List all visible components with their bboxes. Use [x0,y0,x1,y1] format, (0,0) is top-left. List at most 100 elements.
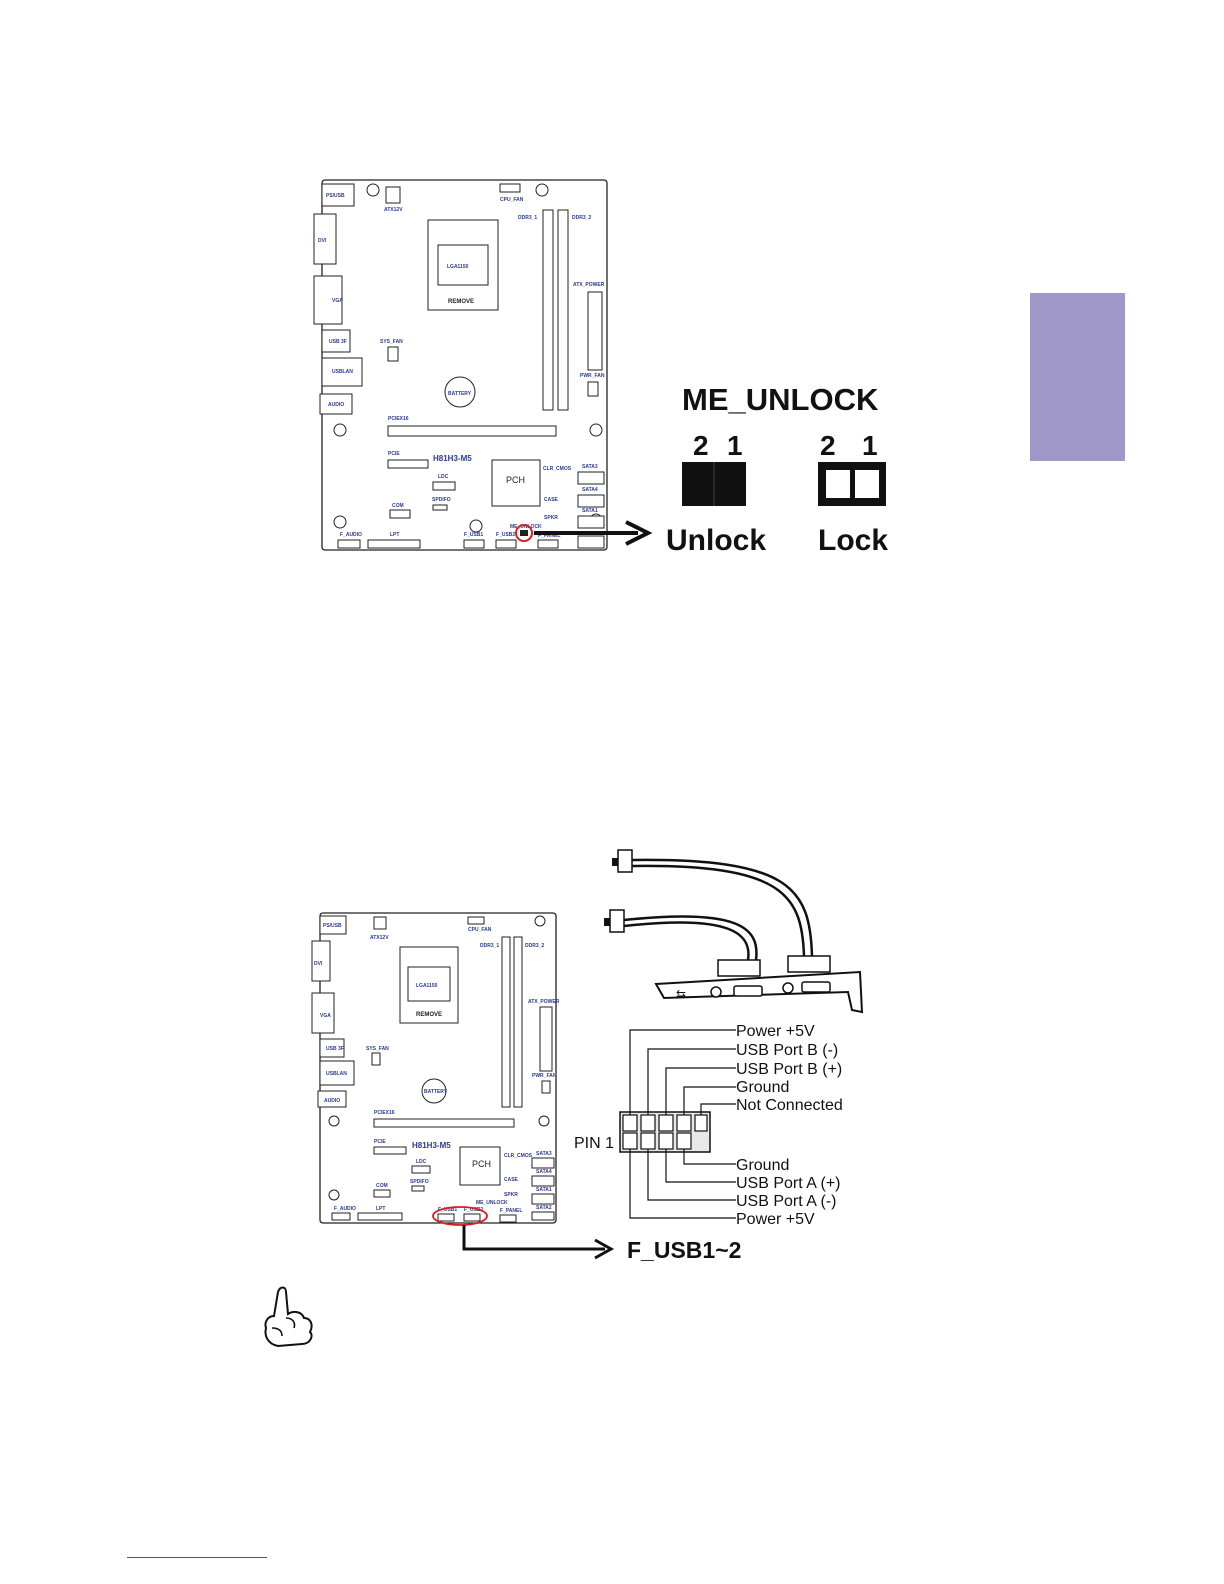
mb1-pcie-label: PCIE [388,451,400,457]
mb2-spdifo-label: SPDIFO [410,1179,429,1185]
mb2-atx-power-label: ATX_POWER [528,999,560,1005]
mb2-ddr3-1-label: DDR3_1 [480,943,499,949]
mb2-pwr-fan-label: PWR_FAN [532,1073,557,1079]
mb2-lpt-label: LPT [376,1206,385,1212]
f-usb-title: F_USB1~2 [627,1237,741,1263]
mb1-ddr3-1-label: DDR3_1 [518,215,537,221]
mb2-atx12v-label: ATX12V [370,935,389,941]
mb1-audio-label: AUDIO [328,402,344,408]
mb1-clr-cmos-label: CLR_CMOS [543,466,572,472]
mb1-com-label: COM [392,503,404,509]
mb2-spkr-label: SPKR [504,1192,518,1198]
pin-top-2: USB Port B (-) [736,1042,838,1059]
pin-top-5: Not Connected [736,1097,843,1114]
mb2-case-label: CASE [504,1177,519,1183]
lock-label: Lock [818,524,888,557]
mb2-ps2-label: PS/USB [323,923,342,929]
mb1-f-usb2-label: F_USB2 [496,532,515,538]
pointing-hand-icon [264,1286,313,1348]
chapter-side-tab [1030,293,1125,461]
usb-bracket-illustration: ⇆ [604,849,864,1014]
unlock-label: Unlock [666,524,766,557]
unlock-pin-2: 2 [693,430,709,461]
mb2-remove-label: REMOVE [416,1012,442,1018]
mb2-ddr3-2-label: DDR3_2 [525,943,544,949]
mb2-pch-label: PCH [472,1159,491,1169]
pin-bottom-2: USB Port A (+) [736,1175,840,1192]
motherboard-diagram-me-unlock: PS/USB DVI VGA USB 3F USBLAN AUDIO ATX12… [313,179,608,551]
mb2-usb3f-label: USB 3F [326,1046,344,1052]
mb2-f-audio-label: F_AUDIO [334,1206,356,1212]
unlock-pin-1: 1 [727,430,743,461]
mb1-dvi-label: DVI [318,238,327,244]
lock-pin-1: 1 [862,430,878,461]
mb1-pciex16-label: PCIEX16 [388,416,409,422]
mb1-remove-label: REMOVE [448,299,474,305]
f-usb-highlight-ellipse [432,1206,488,1226]
mb1-battery-label: BATTERY [448,391,472,397]
footer-rule [127,1557,267,1558]
mb1-usblan-label: USBLAN [332,369,353,375]
pin-bottom-3: USB Port A (-) [736,1193,836,1210]
mb1-sata4-label: SATA4 [582,487,598,493]
f-usb-pinout-diagram: PIN 1 Power +5V USB Port B (-) USB Port … [574,1023,843,1228]
usb-symbol-icon: ⇆ [676,987,686,1001]
lock-pin-2: 2 [820,430,836,461]
me-unlock-highlight-circle [515,524,533,542]
mb2-model-label: H81H3-M5 [412,1141,451,1150]
pin1-label: PIN 1 [574,1135,614,1152]
mb1-spdifo-label: SPDIFO [432,497,451,503]
pin-bottom-4: Power +5V [736,1211,815,1228]
mb2-sata3-label: SATA3 [536,1151,552,1157]
mb2-f-usb2-label: F_USB2 [464,1207,483,1213]
mb2-dvi-label: DVI [314,961,323,967]
mb1-atx12v-label: ATX12V [384,207,403,213]
f-usb-callout: F_USB1~2 [462,1225,741,1263]
mb1-pwr-fan-label: PWR_FAN [580,373,605,379]
mb2-cpu-fan-label: CPU_FAN [468,927,492,933]
mb2-usblan-label: USBLAN [326,1071,347,1077]
mb1-me-unlock-label: ME_UNLOCK [510,524,542,530]
mb2-pcie-label: PCIE [374,1139,386,1145]
mb2-sata2-label: SATA2 [536,1205,552,1211]
mb1-f-usb1-label: F_USB1 [464,532,483,538]
mb1-f-panel-label: F_PANEL [538,533,560,539]
mb1-socket-label: LGA1150 [447,264,469,270]
mb2-sys-fan-label: SYS_FAN [366,1046,389,1052]
me-unlock-jumper-detail: ME_UNLOCK 2 1 2 1 Unlock Lock [534,382,888,557]
me-unlock-title: ME_UNLOCK [682,382,879,417]
mb1-sata1-label: SATA1 [582,508,598,514]
motherboard-diagram-f-usb: PS/USB DVI VGA USB 3F USBLAN AUDIO ATX12… [311,912,560,1226]
mb2-sata4-label: SATA4 [536,1169,552,1175]
mb1-sata3-label: SATA3 [582,464,598,470]
mb2-audio-label: AUDIO [324,1098,340,1104]
mb2-vga-label: VGA [320,1013,331,1019]
pin-bottom-1: Ground [736,1157,789,1174]
mb2-f-panel-label: F_PANEL [500,1208,522,1214]
mb1-pch-label: PCH [506,475,525,485]
mb2-me-unlock-label: ME_UNLOCK [476,1200,508,1206]
mb1-lpc-label: LDC [438,474,449,480]
mb2-socket-label: LGA1150 [416,983,438,989]
mb2-pciex16-label: PCIEX16 [374,1110,395,1116]
mb1-f-audio-label: F_AUDIO [340,532,362,538]
mb2-com-label: COM [376,1183,388,1189]
mb1-usb3f-label: USB 3F [329,339,347,345]
mb2-lpc-label: LDC [416,1159,427,1165]
mb1-ddr3-2-label: DDR3_2 [572,215,591,221]
mb2-battery-label: BATTERY [424,1089,448,1095]
mb1-model-label: H81H3-M5 [433,454,472,463]
mb1-cpu-fan-label: CPU_FAN [500,197,524,203]
mb1-atx-power-label: ATX_POWER [573,282,605,288]
mb1-sys-fan-label: SYS_FAN [380,339,403,345]
pin-top-1: Power +5V [736,1023,815,1040]
mb1-vga-label: VGA [332,298,343,304]
mb1-ps2-label: PS/USB [326,193,345,199]
mb1-lpt-label: LPT [390,532,399,538]
mb2-clr-cmos-label: CLR_CMOS [504,1153,533,1159]
mb2-f-usb1-label: F_USB1 [438,1207,457,1213]
mb1-spkr-label: SPKR [544,515,558,521]
pin-top-4: Ground [736,1079,789,1096]
mb1-case-label: CASE [544,497,559,503]
pin-top-3: USB Port B (+) [736,1061,842,1078]
